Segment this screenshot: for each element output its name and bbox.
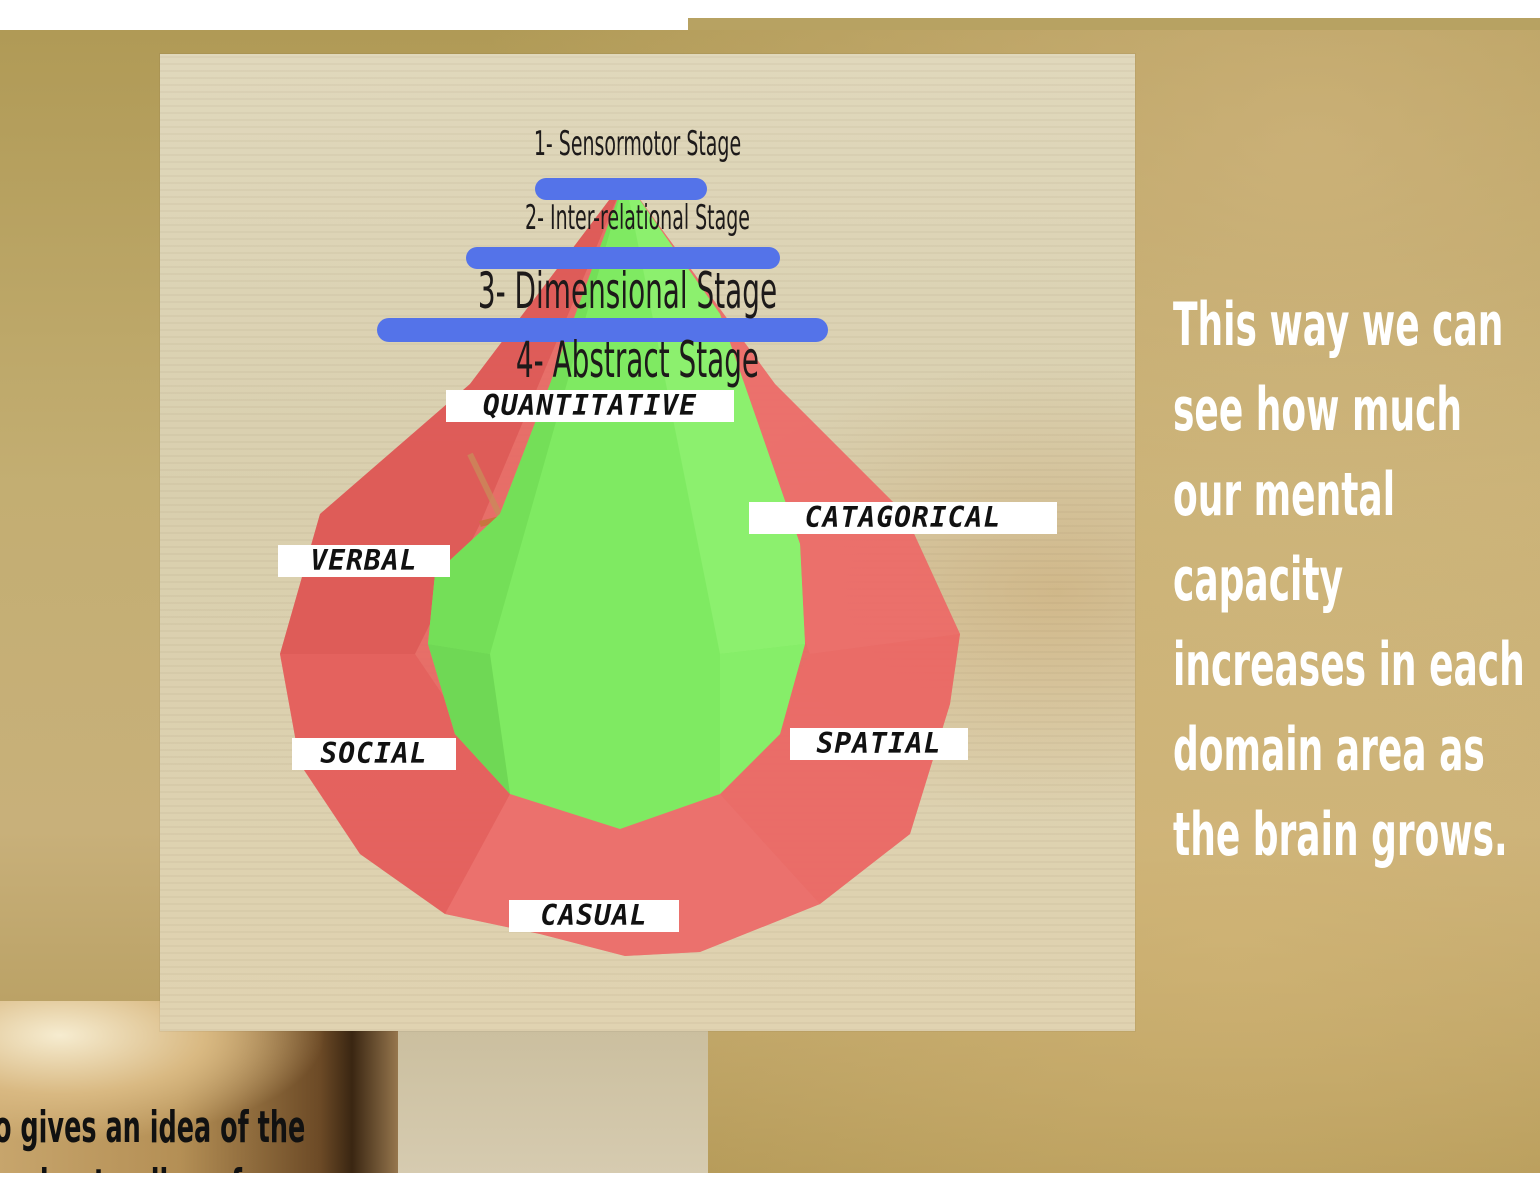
stage-bars: [377, 178, 828, 342]
stage-bar-1: [535, 178, 707, 200]
stage-label-3: 3- Dimensional Stage: [477, 262, 778, 320]
domain-tag-social: SOCIAL: [292, 738, 456, 770]
domain-tag-verbal: VERBAL: [278, 545, 450, 577]
stage-label-4: 4- Abstract Stage: [515, 331, 760, 389]
domain-tag-spatial: SPATIAL: [790, 728, 968, 760]
caption-line: increases in each: [1173, 630, 1525, 700]
domain-tag-quantitative: QUANTITATIVE: [446, 390, 734, 422]
diagram-panel: 1- Sensormotor Stage 2- Inter-relational…: [160, 54, 1135, 1031]
stage-label-1: 1- Sensormotor Stage: [533, 124, 742, 164]
caption-line: capacity: [1173, 545, 1344, 615]
caption-line: the brain grows.: [1173, 800, 1508, 870]
footer-strip: [0, 1173, 1540, 1190]
bottom-caption-line-2: understanding of: [0, 1160, 242, 1174]
caption-line: This way we can: [1173, 290, 1504, 360]
top-strip: [688, 18, 1540, 30]
bottom-caption-line-1: o gives an idea of the: [0, 1102, 306, 1153]
domain-tag-catagorical: CATAGORICAL: [749, 502, 1057, 534]
photo-texture: [398, 1031, 708, 1173]
caption-line: our mental: [1173, 460, 1396, 530]
domain-tag-casual: CASUAL: [509, 900, 679, 932]
caption-text: This way we can see how much our mental …: [1173, 283, 1533, 878]
stage-label-2: 2- Inter-relational Stage: [525, 198, 750, 238]
stage-bar-3: [377, 318, 828, 342]
caption-line: domain area as: [1173, 715, 1485, 785]
caption-line: see how much: [1173, 375, 1463, 445]
stage-bar-2: [466, 247, 780, 269]
